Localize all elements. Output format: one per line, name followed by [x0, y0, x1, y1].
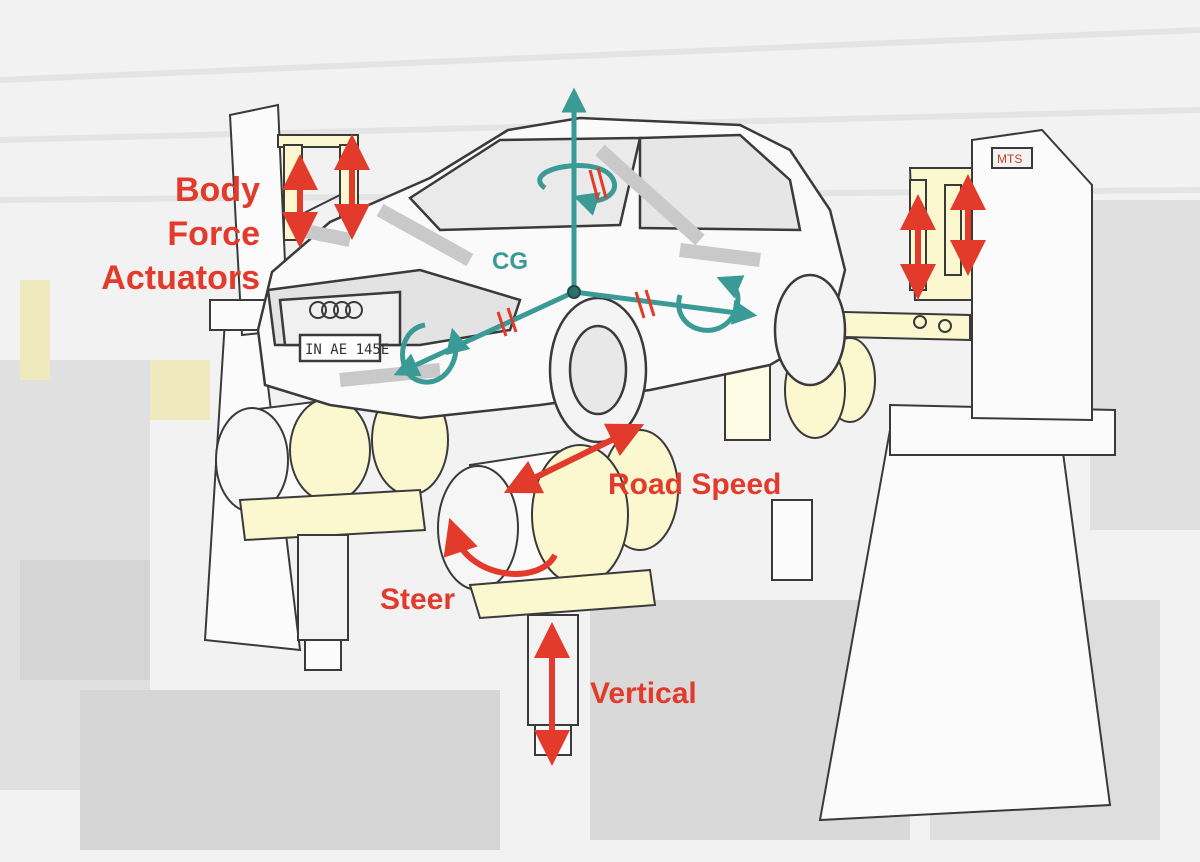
- axis-break-marks: [496, 167, 656, 337]
- road-speed-label: Road Speed: [608, 468, 782, 501]
- roll-rotation-arrow: [400, 322, 471, 385]
- body-force-label-line-2: Force: [167, 215, 260, 253]
- cg-label: CG: [492, 248, 528, 275]
- cg-longitudinal-axis-arrow: [393, 289, 576, 377]
- vertical-label: Vertical: [590, 677, 697, 710]
- cg-lateral-axis-arrow: [573, 289, 758, 325]
- brand-rings: [309, 301, 363, 319]
- rear-wheel: [773, 273, 847, 387]
- yaw-rotation-arrow: [537, 162, 618, 216]
- steer-rotation-arrow: [443, 517, 558, 577]
- mts-logo-text: MTS: [997, 152, 1022, 166]
- steer-label: Steer: [380, 583, 456, 616]
- force-arrows: [282, 134, 986, 766]
- license-plate-text: IN AE 145E: [305, 342, 389, 358]
- pitch-rotation-arrow: [676, 275, 745, 333]
- body-force-label-line-3: Actuators: [101, 259, 260, 297]
- body-force-actuators-label: Body Force Actuators: [60, 168, 260, 300]
- road-speed-arrow: [503, 423, 645, 494]
- cg-axes: [393, 87, 758, 385]
- body-force-label-line-1: Body: [175, 171, 260, 209]
- right-actuator-tower: MTS: [818, 128, 1116, 822]
- cg-point: [567, 285, 581, 299]
- license-plate: [298, 333, 382, 363]
